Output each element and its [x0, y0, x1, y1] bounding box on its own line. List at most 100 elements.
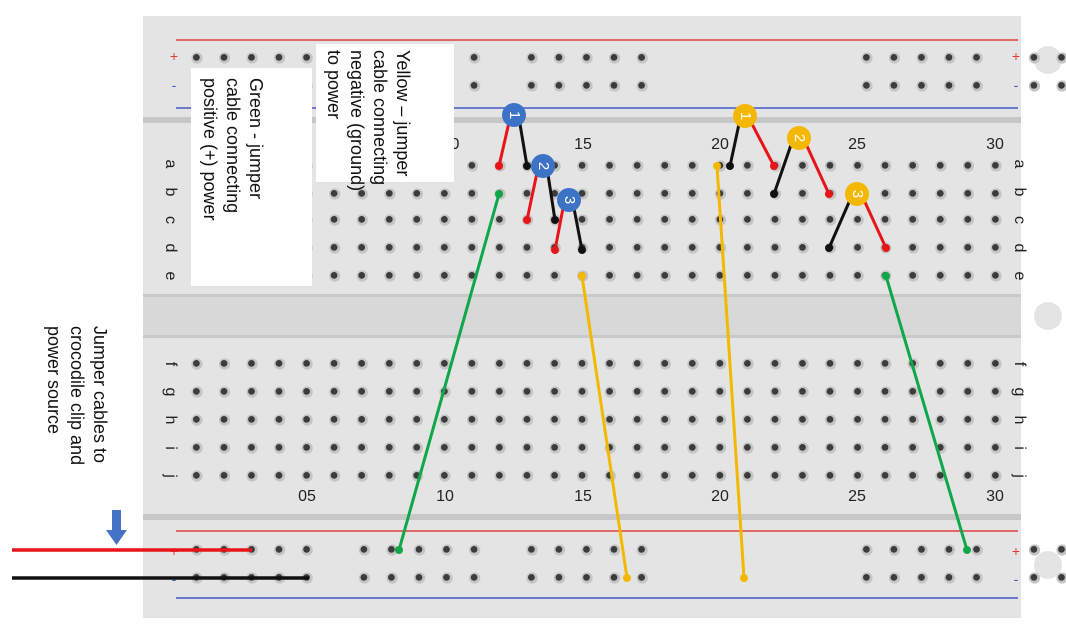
rail-hole-core: [973, 546, 980, 553]
breadboard-hole-core: [441, 360, 448, 367]
rail-hole-core: [863, 82, 870, 89]
breadboard-hole-core: [716, 388, 724, 395]
breadboard-hole-core: [633, 244, 641, 251]
breadboard-hole-core: [523, 444, 531, 451]
rail-hole-core: [360, 574, 368, 581]
column-number: 25: [848, 488, 866, 505]
blue-marker-2: [531, 154, 555, 178]
breadboard-hole-core: [661, 388, 669, 395]
row-labels-left-top: a b c d e: [162, 160, 179, 281]
breadboard-hole-core: [496, 216, 503, 223]
breadboard-hole-core: [633, 472, 641, 479]
rail-hole-core: [918, 546, 925, 553]
breadboard-hole-core: [771, 416, 779, 423]
breadboard-hole-core: [441, 472, 448, 479]
rail-hole-core: [890, 82, 898, 89]
wire-end: [551, 246, 559, 254]
breadboard-hole-core: [909, 444, 917, 451]
row-labels-left-bottom: f g h i j: [162, 362, 179, 478]
breadboard-hole-core: [964, 416, 972, 423]
breadboard-hole-core: [551, 416, 558, 423]
breadboard-hole-core: [385, 388, 393, 395]
breadboard-hole-core: [220, 360, 228, 367]
breadboard-hole-core: [909, 272, 917, 279]
wire-end: [726, 162, 734, 170]
column-number: 10: [436, 488, 454, 505]
breadboard-hole-core: [413, 388, 421, 395]
breadboard-hole-core: [936, 472, 944, 479]
breadboard-hole-core: [661, 416, 669, 423]
rail-hole-core: [415, 546, 423, 553]
breadboard-hole-core: [220, 472, 228, 479]
rail-hole-core: [1058, 574, 1065, 581]
rail-hole-core: [583, 574, 590, 581]
yellow-note-box: [316, 44, 454, 182]
breadboard-hole-core: [496, 244, 503, 251]
breadboard-hole-core: [799, 360, 806, 367]
breadboard-hole-core: [606, 416, 613, 423]
rail-hole-core: [555, 54, 563, 61]
yellow-marker-3-label: 3: [849, 190, 866, 198]
black-wire: [571, 202, 584, 251]
rail-hole-core: [610, 574, 618, 581]
rail-hole-core: [528, 574, 535, 581]
breadboard-hole-core: [523, 472, 531, 479]
breadboard-hole-core: [385, 190, 393, 197]
breadboard-hole-core: [633, 416, 641, 423]
row-label: g: [162, 388, 179, 397]
breadboard-hole-core: [688, 244, 696, 251]
breadboard-hole-core: [578, 162, 586, 169]
breadboard-hole-core: [413, 360, 421, 367]
breadboard-hole-core: [881, 388, 889, 395]
breadboard-hole-core: [881, 472, 889, 479]
breadboard-hole-core: [330, 190, 338, 197]
breadboard-hole-core: [385, 472, 393, 479]
breadboard-hole-core: [385, 444, 393, 451]
breadboard-hole-core: [964, 472, 972, 479]
row-label: j: [162, 473, 179, 478]
breadboard-hole-core: [744, 162, 751, 169]
rail-hole-core: [863, 54, 870, 61]
breadboard-hole-core: [688, 272, 696, 279]
breadboard-hole-core: [496, 472, 503, 479]
breadboard-hole-core: [688, 162, 696, 169]
breadboard-hole-core: [826, 388, 834, 395]
rail-hole-core: [303, 546, 310, 553]
breadboard-hole-core: [744, 444, 751, 451]
column-number: 15: [574, 136, 592, 153]
breadboard-hole-core: [193, 444, 200, 451]
breadboard-hole-core: [578, 190, 586, 197]
rail-hole-core: [1030, 54, 1038, 61]
rail-hole-core: [610, 54, 618, 61]
column-number-partial: 0: [451, 136, 460, 153]
rail-hole-core: [1058, 82, 1065, 89]
breadboard-hole-core: [578, 360, 586, 367]
breadboard-hole-core: [992, 162, 999, 169]
rail-hole-core: [443, 546, 450, 553]
rail-hole-core: [275, 546, 283, 553]
breadboard-hole-core: [441, 190, 448, 197]
rail-hole-core: [583, 54, 590, 61]
black-wire: [827, 199, 852, 249]
breadboard-hole-core: [468, 360, 476, 367]
breadboard-hole-core: [248, 360, 255, 367]
breadboard-hole-core: [964, 388, 972, 395]
breadboard-hole-core: [358, 360, 366, 367]
breadboard-hole-core: [468, 244, 476, 251]
breadboard-hole-core: [303, 416, 310, 423]
breadboard-hole-core: [826, 162, 834, 169]
center-channel: [143, 297, 1021, 335]
board-edge-notch: [1034, 302, 1062, 330]
breadboard-hole-core: [193, 360, 200, 367]
breadboard-hole-core: [220, 416, 228, 423]
breadboard-hole-core: [193, 416, 200, 423]
breadboard-hole-core: [661, 472, 669, 479]
rail-hole-core: [1030, 574, 1038, 581]
breadboard-hole-core: [275, 388, 283, 395]
rail-hole-core: [1030, 82, 1038, 89]
green-wire: [397, 193, 501, 551]
breadboard-hole-core: [551, 190, 558, 197]
breadboard-hole-core: [633, 388, 641, 395]
breadboard-hole-core: [992, 472, 999, 479]
